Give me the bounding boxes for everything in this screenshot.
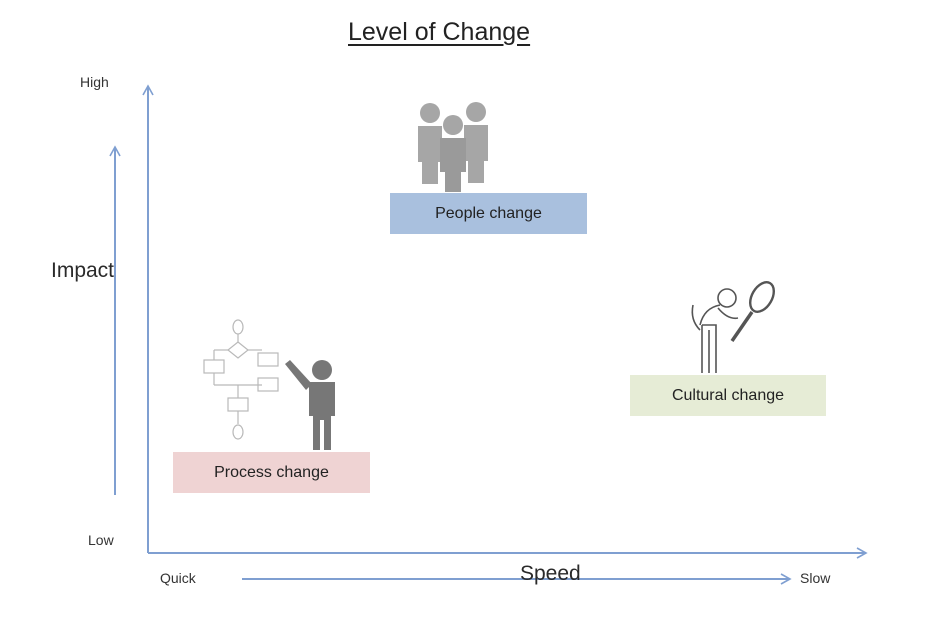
y-axis-title: Impact [51, 259, 115, 282]
process-change-label: Process change [214, 463, 329, 481]
person-drawing-flowchart-icon [203, 319, 335, 450]
cultural-change-box: Cultural change [630, 375, 826, 416]
people-change-label: People change [435, 204, 542, 222]
process-change-box: Process change [173, 452, 370, 493]
y-axis-low-label: Low [88, 532, 114, 548]
diagram-title: Level of Change [348, 18, 531, 46]
cultural-change-label: Cultural change [671, 386, 785, 404]
x-axis-quick-label: Quick [160, 570, 196, 586]
x-axis-slow-label: Slow [800, 570, 831, 586]
person-with-magnifying-glass-icon [691, 281, 775, 373]
y-axis-high-label: High [80, 74, 109, 90]
group-of-people-icon [418, 102, 488, 192]
x-axis-title: Speed [520, 562, 581, 585]
people-change-box: People change [390, 193, 587, 234]
